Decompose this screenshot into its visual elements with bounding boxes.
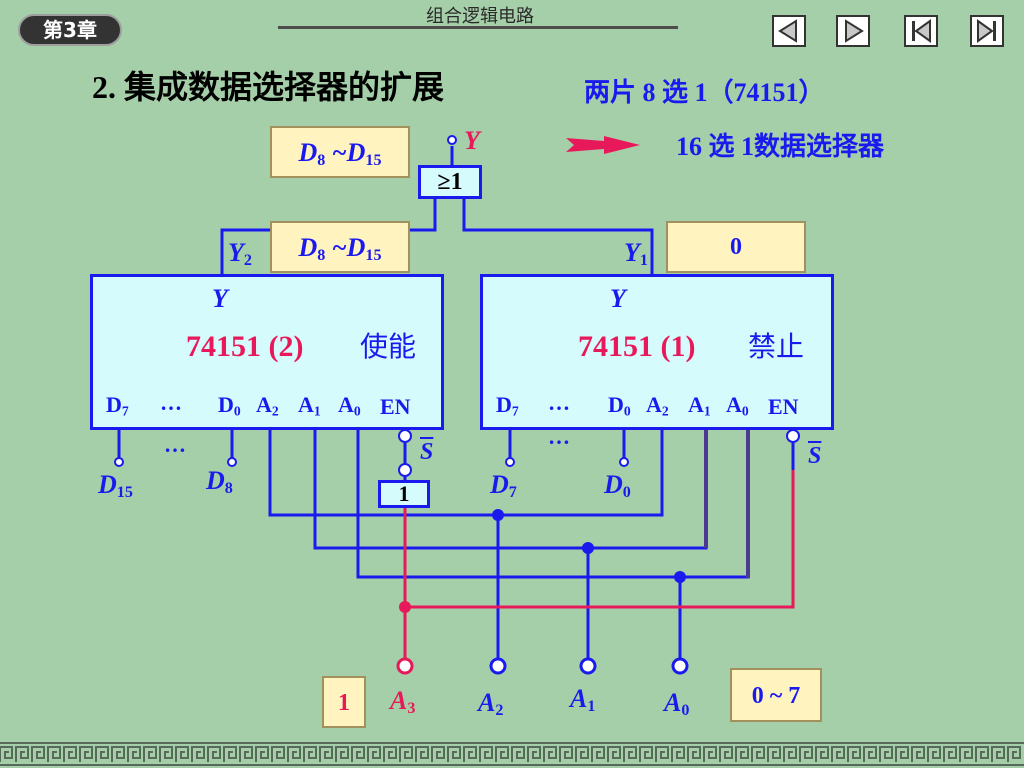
input-a1-label: A1 [570, 684, 596, 716]
chip1-pin-d7: D7 [496, 392, 519, 419]
chip-74151-1 [480, 274, 834, 430]
chip2-pin-a2: A2 [256, 392, 279, 419]
chip1-pin-dots: … [548, 390, 570, 415]
chip2-pin-d0: D0 [218, 392, 241, 419]
chip1-pin-a1: A1 [688, 392, 711, 419]
input-a0-label: A0 [664, 688, 690, 720]
low-address-range-box: 0 ~ 7 [730, 668, 822, 722]
chip1-state: 禁止 [748, 330, 805, 363]
chip2-pin-dots: … [160, 390, 182, 415]
page-title: 组合逻辑电路 [426, 6, 534, 27]
chip1-pin-d0: D0 [608, 392, 631, 419]
skip-first-icon [912, 19, 931, 43]
chip2-data-range-box: D8 ~D15 [270, 221, 410, 273]
next-slide-button[interactable] [836, 15, 870, 47]
chip1-input-d7: D7 [490, 470, 517, 502]
output-y-label: Y [464, 126, 480, 155]
chip2-data-pins [117, 428, 626, 460]
slide-heading: 2. 集成数据选择器的扩展 [92, 69, 445, 105]
chapter-badge: 第3章 [18, 14, 122, 46]
input-a3-label: A3 [390, 686, 416, 718]
or-gate: ≥1 [418, 165, 482, 199]
a0-terminal [671, 657, 689, 675]
chip-74151-2 [90, 274, 444, 430]
not-gate: 1 [378, 480, 430, 508]
previous-slide-button[interactable] [772, 15, 806, 47]
a3-value-box: 1 [322, 676, 366, 728]
first-slide-button[interactable] [904, 15, 938, 47]
chip1-pin-a2: A2 [646, 392, 669, 419]
data-range-box: D8 ~D15 [270, 126, 410, 178]
chip1-enable-bar: S [808, 443, 822, 469]
chip1-pin-a0: A0 [726, 392, 749, 419]
slide-subheading: 两片 8 选 1（74151） [584, 78, 825, 107]
chip2-pin-d7: D7 [106, 392, 129, 419]
chip2-outer-dots: … [164, 432, 186, 457]
chip2-y-pin: Y [212, 284, 228, 313]
chip2-pin-a1: A1 [298, 392, 321, 419]
skip-last-icon [977, 19, 996, 43]
chip2-enable-bar: S [420, 439, 434, 465]
a2-terminal [489, 657, 507, 675]
title-underline [278, 26, 678, 29]
chip2-state: 使能 [360, 330, 417, 363]
chip2-pin-a0: A0 [338, 392, 361, 419]
a1-terminal [579, 657, 597, 675]
y1-label: Y1 [624, 238, 648, 270]
input-a2-label: A2 [478, 688, 504, 720]
chip1-enable-value: 0 [666, 221, 806, 273]
chip2-input-d8: D8 [206, 466, 233, 498]
chip2-input-d15: D15 [98, 470, 133, 502]
a3-select-wire [403, 470, 795, 660]
arrow-right-icon [566, 136, 640, 154]
chip1-input-d0: D0 [604, 470, 631, 502]
output-terminal [447, 135, 457, 145]
y2-label: Y2 [228, 238, 252, 270]
triangle-right-icon [845, 19, 864, 43]
chip1-y-pin: Y [610, 284, 626, 313]
chip2-part-number: 74151 (2) [186, 330, 304, 363]
a3-terminal [396, 657, 414, 675]
result-description: 16 选 1数据选择器 [676, 132, 885, 161]
chip2-pin-en: EN [380, 394, 411, 419]
last-slide-button[interactable] [970, 15, 1004, 47]
decorative-footer-border [0, 740, 1024, 768]
chip1-part-number: 74151 (1) [578, 330, 696, 363]
chip1-pin-en: EN [768, 394, 799, 419]
triangle-left-icon [778, 19, 797, 43]
chip1-outer-dots: … [548, 424, 570, 449]
